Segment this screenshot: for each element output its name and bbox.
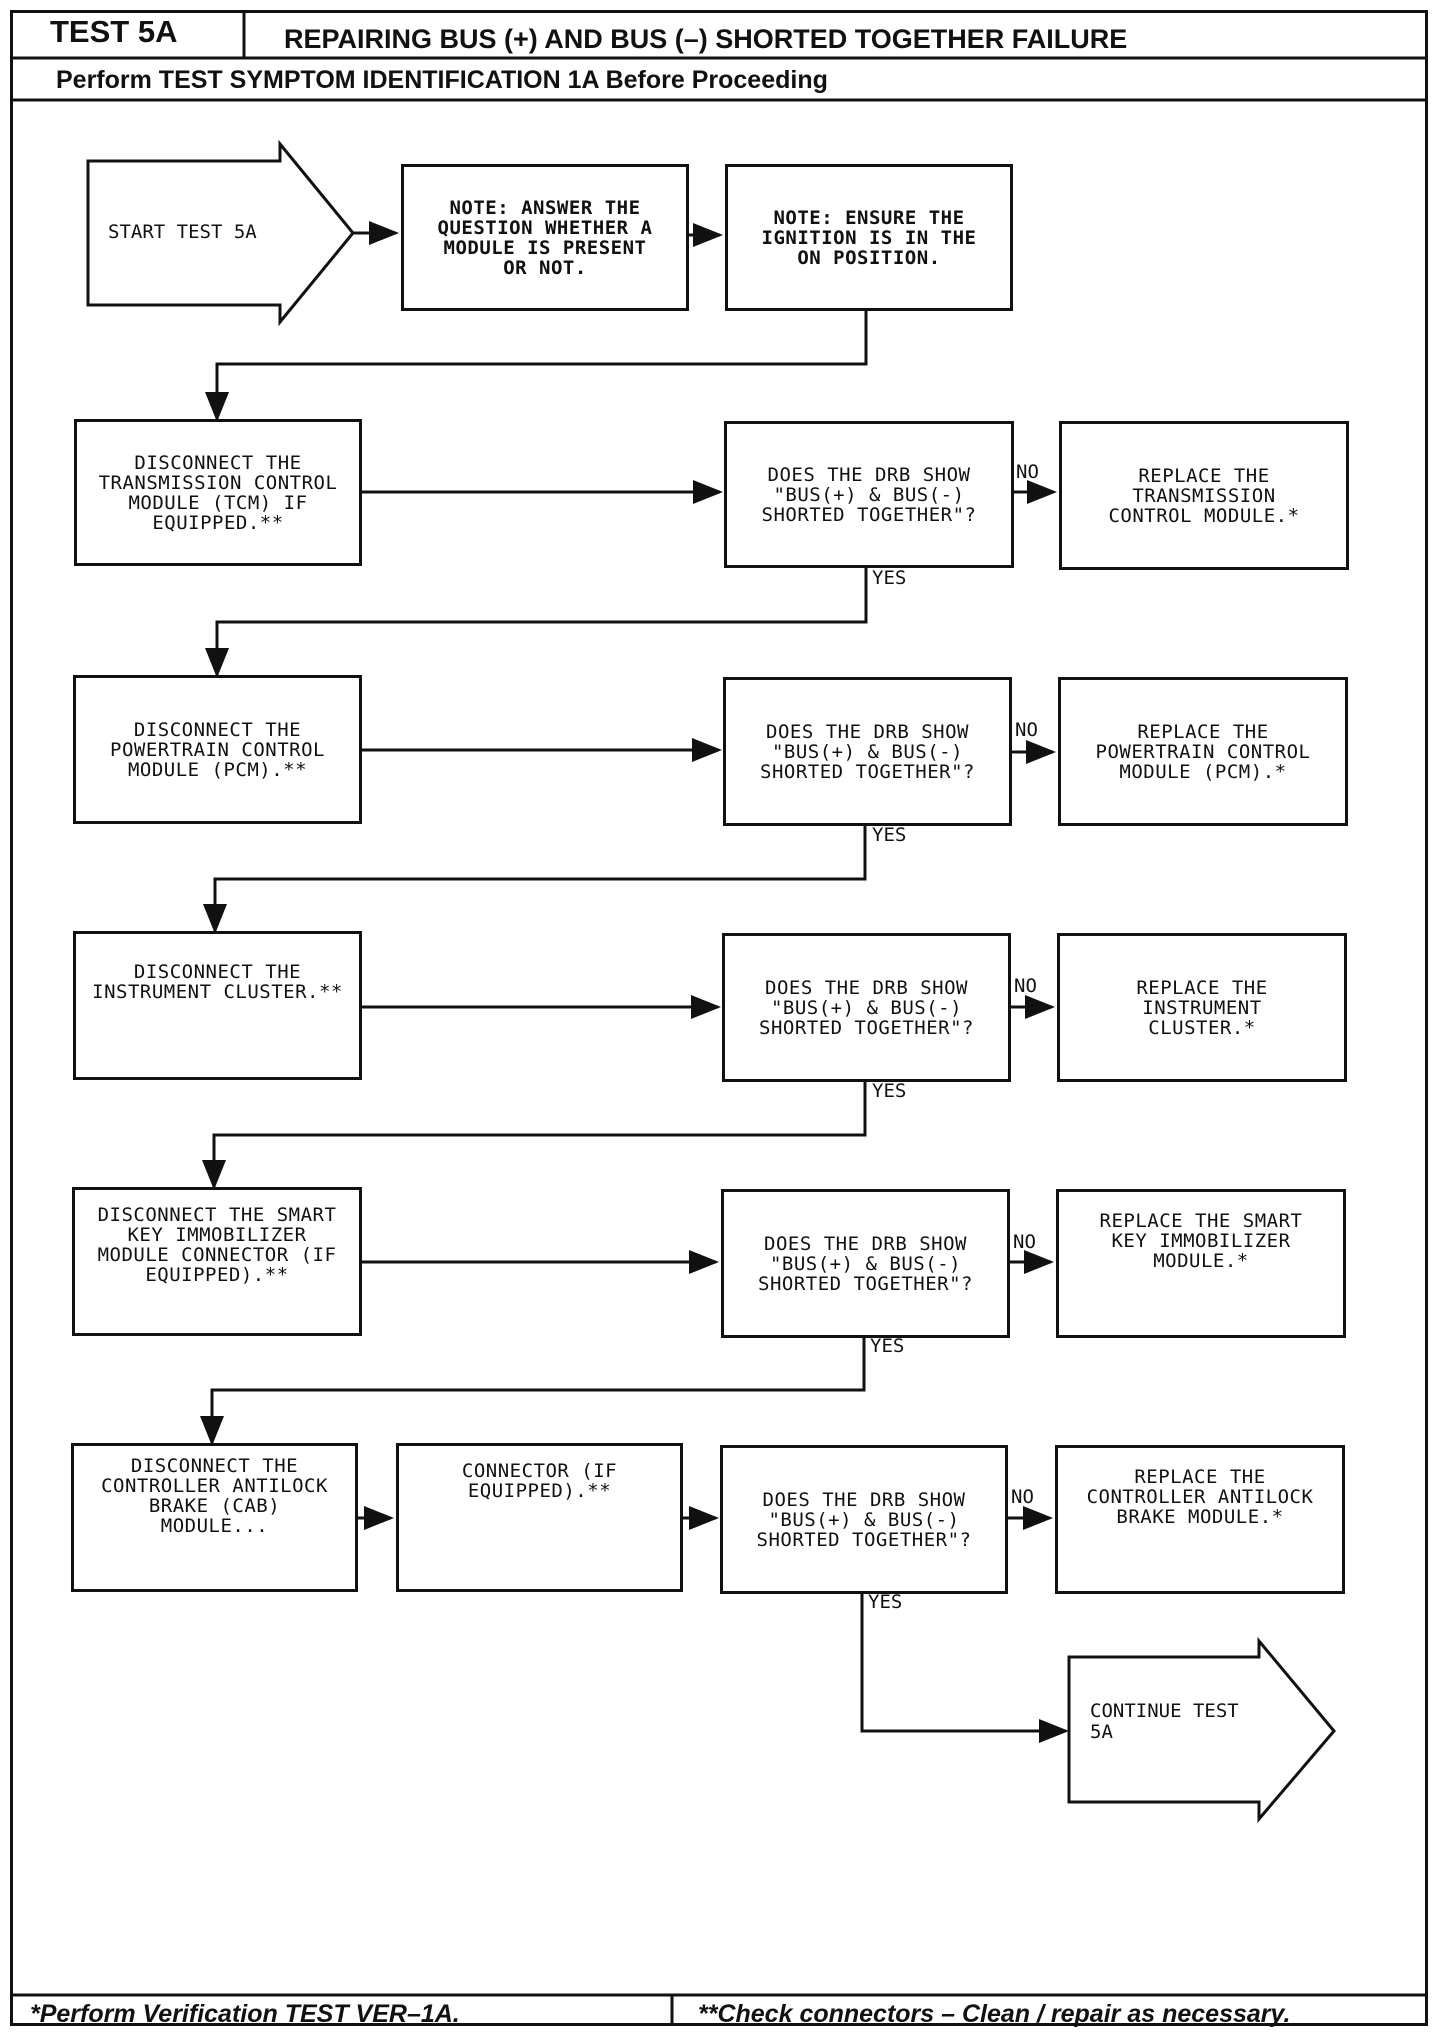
question-text-1: DOES THE DRB SHOW "BUS(+) & BUS(-) SHORT…	[761, 463, 977, 526]
replace-pcm-text: REPLACE THE POWERTRAIN CONTROL MODULE (P…	[1095, 720, 1311, 783]
disconnect-cab-text: DISCONNECT THE CONTROLLER ANTILOCK BRAKE…	[101, 1454, 328, 1537]
replace-skim-box: REPLACE THE SMART KEY IMMOBILIZER MODULE…	[1056, 1189, 1346, 1338]
note-module-present-text: NOTE: ANSWER THE QUESTION WHETHER A MODU…	[437, 196, 653, 279]
disconnect-skim-box: DISCONNECT THE SMART KEY IMMOBILIZER MOD…	[72, 1187, 362, 1336]
question-box-4: DOES THE DRB SHOW "BUS(+) & BUS(-) SHORT…	[721, 1189, 1010, 1338]
disconnect-pcm-box: DISCONNECT THE POWERTRAIN CONTROL MODULE…	[73, 675, 362, 824]
test-id: TEST 5A	[50, 14, 178, 49]
question-box-2: DOES THE DRB SHOW "BUS(+) & BUS(-) SHORT…	[723, 677, 1012, 826]
note-ignition-on-text: NOTE: ENSURE THE IGNITION IS IN THE ON P…	[761, 206, 977, 269]
connector-cab-text: CONNECTOR (IF EQUIPPED).**	[461, 1459, 618, 1502]
footer-connectors-note: **Check connectors – Clean / repair as n…	[698, 2000, 1291, 2028]
replace-cluster-text: REPLACE THE INSTRUMENT CLUSTER.*	[1136, 976, 1268, 1039]
continue-test-label: CONTINUE TEST 5A	[1090, 1700, 1239, 1743]
question-box-1: DOES THE DRB SHOW "BUS(+) & BUS(-) SHORT…	[724, 421, 1014, 568]
note-module-present: NOTE: ANSWER THE QUESTION WHETHER A MODU…	[401, 164, 689, 311]
page-subtitle: Perform TEST SYMPTOM IDENTIFICATION 1A B…	[56, 66, 828, 94]
yes-label-5: YES	[868, 1591, 903, 1613]
note-ignition-on: NOTE: ENSURE THE IGNITION IS IN THE ON P…	[725, 164, 1013, 311]
replace-pcm-box: REPLACE THE POWERTRAIN CONTROL MODULE (P…	[1058, 677, 1348, 826]
question-text-4: DOES THE DRB SHOW "BUS(+) & BUS(-) SHORT…	[758, 1232, 973, 1295]
disconnect-cluster-text: DISCONNECT THE INSTRUMENT CLUSTER.**	[92, 960, 343, 1003]
start-test-label: START TEST 5A	[108, 221, 257, 243]
disconnect-tcm-box: DISCONNECT THE TRANSMISSION CONTROL MODU…	[74, 419, 362, 566]
no-label-3: NO	[1014, 975, 1037, 997]
page-title: REPAIRING BUS (+) AND BUS (–) SHORTED TO…	[284, 24, 1128, 54]
disconnect-tcm-text: DISCONNECT THE TRANSMISSION CONTROL MODU…	[98, 451, 338, 534]
yes-label-4: YES	[870, 1335, 905, 1357]
no-label-2: NO	[1015, 719, 1038, 741]
replace-skim-text: REPLACE THE SMART KEY IMMOBILIZER MODULE…	[1099, 1209, 1303, 1272]
question-text-3: DOES THE DRB SHOW "BUS(+) & BUS(-) SHORT…	[759, 976, 974, 1039]
footer-verification-note: *Perform Verification TEST VER–1A.	[30, 2000, 460, 2028]
yes-label-3: YES	[872, 1080, 907, 1102]
replace-tcm-text: REPLACE THE TRANSMISSION CONTROL MODULE.…	[1108, 464, 1300, 527]
replace-cluster-box: REPLACE THE INSTRUMENT CLUSTER.*	[1057, 933, 1347, 1082]
connector-cab-box: CONNECTOR (IF EQUIPPED).**	[396, 1443, 683, 1592]
no-label-4: NO	[1013, 1231, 1036, 1253]
question-box-3: DOES THE DRB SHOW "BUS(+) & BUS(-) SHORT…	[722, 933, 1011, 1082]
page-frame	[10, 10, 1428, 2026]
disconnect-cluster-box: DISCONNECT THE INSTRUMENT CLUSTER.**	[73, 931, 362, 1080]
disconnect-skim-text: DISCONNECT THE SMART KEY IMMOBILIZER MOD…	[97, 1203, 337, 1286]
replace-cab-box: REPLACE THE CONTROLLER ANTILOCK BRAKE MO…	[1055, 1445, 1345, 1594]
yes-label-1: YES	[872, 567, 907, 589]
disconnect-cab-box: DISCONNECT THE CONTROLLER ANTILOCK BRAKE…	[71, 1443, 358, 1592]
yes-label-2: YES	[872, 824, 907, 846]
replace-cab-text: REPLACE THE CONTROLLER ANTILOCK BRAKE MO…	[1086, 1465, 1314, 1528]
disconnect-pcm-text: DISCONNECT THE POWERTRAIN CONTROL MODULE…	[110, 718, 325, 781]
no-label-5: NO	[1011, 1486, 1034, 1508]
question-box-5: DOES THE DRB SHOW "BUS(+) & BUS(-) SHORT…	[720, 1445, 1008, 1594]
replace-tcm-box: REPLACE THE TRANSMISSION CONTROL MODULE.…	[1059, 421, 1349, 570]
question-text-2: DOES THE DRB SHOW "BUS(+) & BUS(-) SHORT…	[760, 720, 975, 783]
question-text-5: DOES THE DRB SHOW "BUS(+) & BUS(-) SHORT…	[756, 1488, 972, 1551]
no-label-1: NO	[1016, 461, 1039, 483]
